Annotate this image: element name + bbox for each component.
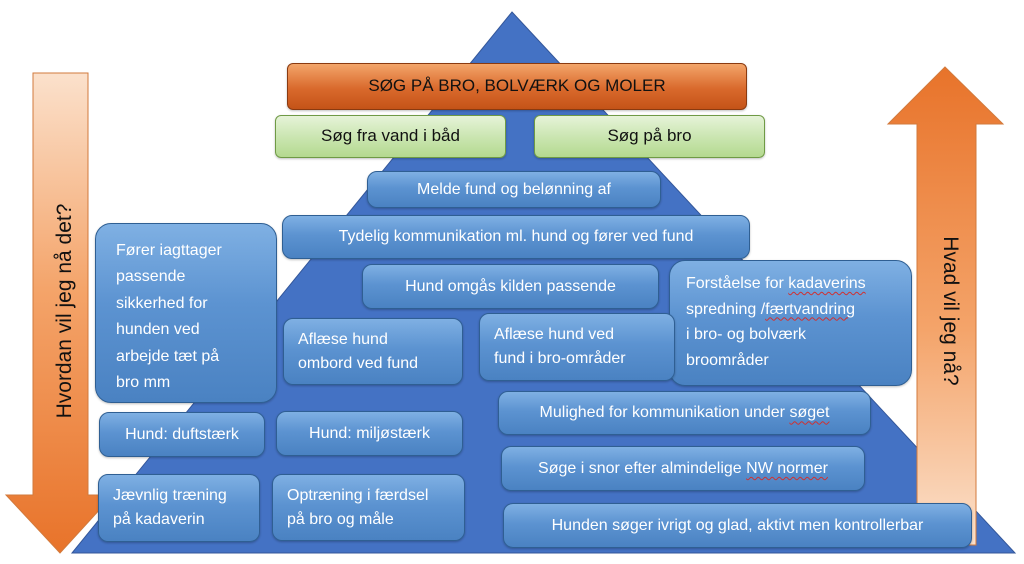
forstaaelse-line-3: i bro- og bolværk [686,326,807,344]
box-jaevnlig-traening: Jævnlig træning på kadaverin [98,474,260,542]
jaevnlig-line-1: Jævnlig træning [113,487,227,504]
tier2-left-box: Søg fra vand i båd [275,115,506,158]
forstaaelse-line-1: Forståelse for kadaverins [686,275,866,292]
soege-text: Søge i snor efter almindelige NW normer [538,459,828,477]
forstaaelse-line-4: broområder [686,351,769,369]
box-hunden-soeger: Hunden søger ivrigt og glad, aktivt men … [503,503,972,548]
box-aflaese-ombord: Aflæse hund ombord ved fund [283,318,463,385]
jaevnlig-line-2: på kadaverin [113,511,205,528]
box-hund-miljostaerk: Hund: miljøstærk [276,411,463,456]
box-tydelig-kommunikation: Tydelig kommunikation ml. hund og fører … [282,215,750,259]
forer-line-3: sikkerhed for [116,294,208,312]
optraening-line-1: Optræning i færdsel [287,486,429,504]
left-arrow-label: Hvordan vil jeg nå det? [53,203,76,419]
box-forstaaelse: Forståelse for kadaverins spredning /fær… [669,260,912,386]
forer-line-4: hunden ved [116,321,200,339]
forer-line-2: passende [116,268,186,286]
forstaaelse-line-2: spredning /færtvandring [686,300,855,318]
optraening-line-2: på bro og måle [287,510,394,528]
forer-line-1: Fører iagttager [116,242,222,259]
right-arrow-label: Hvad vil jeg nå? [939,236,962,386]
mulighed-text: Mulighed for kommunikation under søget [539,404,830,422]
box-hund-omgaas: Hund omgås kilden passende [362,264,659,309]
box-forer-iagttager: Fører iagttager passende sikkerhed for h… [95,223,277,403]
aflaese-ombord-line-1: Aflæse hund [298,330,388,348]
box-soege-i-snor: Søge i snor efter almindelige NW normer [501,446,865,491]
tier2-right-box: Søg på bro [534,115,765,158]
box-optraening: Optræning i færdsel på bro og måle [272,474,465,541]
box-hund-duftstaerk: Hund: duftstærk [99,412,265,457]
top-banner: SØG PÅ BRO, BOLVÆRK OG MOLER [287,63,747,110]
aflaese-bro-line-2: fund i bro-områder [494,350,626,367]
left-down-arrow [4,72,115,554]
box-melde-fund: Melde fund og belønning af [367,171,661,208]
aflaese-ombord-line-2: ombord ved fund [298,354,419,372]
box-mulighed-kommunikation: Mulighed for kommunikation under søget [498,391,871,435]
aflaese-bro-line-1: Aflæse hund ved [494,326,615,343]
forer-line-5: arbejde tæt på [116,347,220,365]
forer-line-6: bro mm [116,373,171,391]
box-aflaese-bro: Aflæse hund ved fund i bro-områder [479,313,675,381]
